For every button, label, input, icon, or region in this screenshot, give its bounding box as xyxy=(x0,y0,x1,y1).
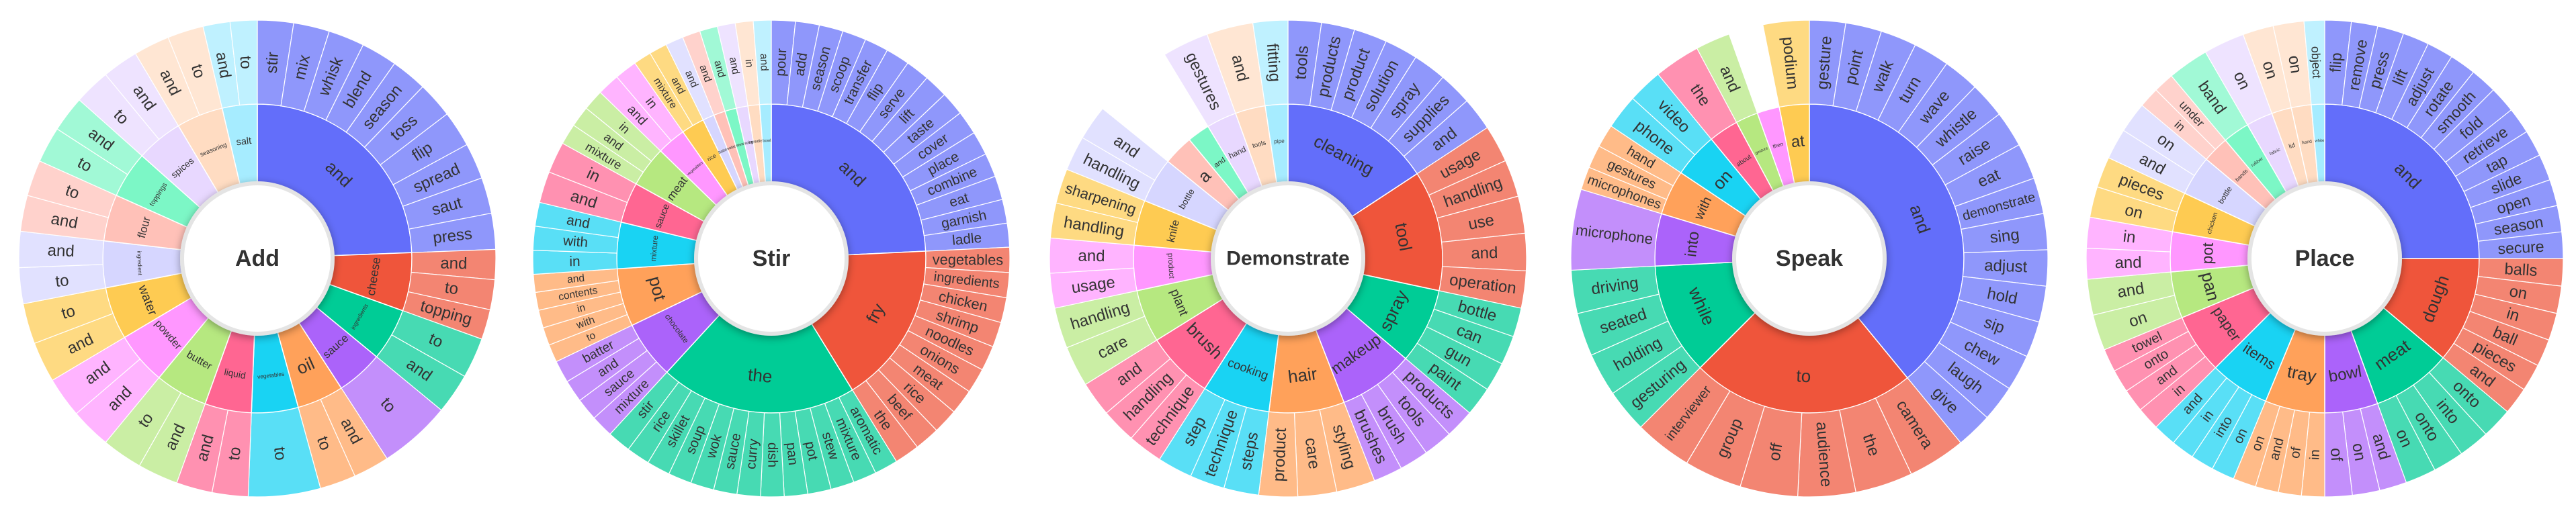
inner-label-lid: lid xyxy=(2288,142,2295,150)
outer-label-and: and xyxy=(1471,244,1498,263)
inner-label-stew: stew xyxy=(736,142,745,148)
outer-label-add: add xyxy=(791,52,810,77)
outer-label-and: and xyxy=(440,254,468,273)
inner-label-pipe: pipe xyxy=(1274,138,1285,144)
outer-label-and: and xyxy=(758,53,770,71)
outer-label-to: to xyxy=(54,271,70,291)
outer-label-gesture: gesture xyxy=(1813,35,1836,90)
inner-label-mixture: mixture xyxy=(648,235,660,262)
inner-label-salad: salad xyxy=(726,144,737,151)
outer-label-on: on xyxy=(2348,442,2369,463)
outer-label-and: and xyxy=(712,59,727,79)
outer-label-pan: pan xyxy=(783,442,800,466)
center-hub xyxy=(1732,181,1887,336)
center-label-stir: Stir xyxy=(753,246,791,271)
outer-label-in: in xyxy=(569,254,581,269)
outer-segment-object[interactable] xyxy=(2303,19,2325,105)
outer-label-in: in xyxy=(2122,228,2137,247)
inner-label-then: then xyxy=(1772,141,1785,150)
inner-label-ingredients: ingredients xyxy=(748,138,768,144)
outer-label-and: and xyxy=(2116,279,2145,301)
inner-label-white: white xyxy=(2314,139,2325,144)
inner-label-salt: salt xyxy=(236,136,252,148)
outer-label-object: object xyxy=(2309,46,2323,79)
outer-label-to: to xyxy=(443,279,460,299)
center-label-add: Add xyxy=(235,246,280,271)
outer-label-secure: secure xyxy=(2497,238,2544,258)
outer-label-of: of xyxy=(2288,446,2304,459)
outer-label-vegetables: vegetables xyxy=(933,251,1004,269)
outer-label-sing: sing xyxy=(1989,226,2020,247)
center-hub xyxy=(180,181,335,336)
inner-label-ingredient: ingredient xyxy=(136,250,143,275)
inner-label-at: at xyxy=(1791,132,1806,151)
outer-label-in: in xyxy=(2307,449,2323,461)
outer-label-balls: balls xyxy=(2504,260,2538,280)
inner-label-into: into xyxy=(1682,230,1703,258)
inner-label-hair: hair xyxy=(1287,363,1318,387)
outer-label-to: to xyxy=(237,55,255,69)
outer-segment-to[interactable] xyxy=(229,19,258,106)
center-hub xyxy=(694,181,849,336)
outer-label-to: to xyxy=(270,446,290,461)
center-label-demonstrate: Demonstrate xyxy=(1226,248,1349,270)
outer-label-and: and xyxy=(47,242,75,261)
outer-label-flip: flip xyxy=(2327,52,2346,73)
outer-segment-fitting[interactable] xyxy=(1252,19,1289,107)
outer-label-pour: pour xyxy=(773,48,789,77)
inner-label-liquid: liquid xyxy=(223,367,246,381)
inner-label-bowl: bowl xyxy=(763,139,771,143)
outer-label-on: on xyxy=(2284,54,2305,75)
outer-label-to: to xyxy=(225,446,245,461)
inner-label-to: to xyxy=(1796,365,1811,386)
inner-label-batter: batter xyxy=(718,147,729,155)
center-hub xyxy=(1211,181,1365,336)
outer-label-of: of xyxy=(2327,447,2346,462)
outer-label-product: product xyxy=(1270,427,1290,481)
outer-segment-and[interactable] xyxy=(753,19,772,105)
center-label-speak: Speak xyxy=(1776,246,1843,271)
inner-label-hand: hand xyxy=(2301,139,2312,145)
outer-label-on: on xyxy=(2123,201,2145,223)
outer-label-off: off xyxy=(1765,442,1786,463)
outer-segment-podium[interactable] xyxy=(1762,19,1810,108)
outer-label-on: on xyxy=(2508,282,2529,303)
center-label-place: Place xyxy=(2295,246,2355,271)
outer-label-curry: curry xyxy=(744,438,761,470)
outer-label-adjust: adjust xyxy=(1984,256,2028,277)
outer-label-and: and xyxy=(2114,253,2142,272)
outer-label-dish: dish xyxy=(765,442,779,468)
inner-label-the: the xyxy=(747,365,773,387)
outer-label-with: with xyxy=(562,233,589,250)
outer-label-and: and xyxy=(566,273,585,286)
inner-label-soup: soup xyxy=(744,140,755,146)
outer-label-in: in xyxy=(743,58,755,68)
inner-label-product: product xyxy=(1166,252,1175,279)
outer-label-fitting: fitting xyxy=(1263,43,1284,83)
outer-label-stir: stir xyxy=(263,51,282,74)
outer-label-and: and xyxy=(727,56,742,75)
outer-label-tools: tools xyxy=(1291,45,1312,80)
inner-label-pot: pot xyxy=(2198,242,2216,265)
outer-label-and: and xyxy=(1078,247,1105,265)
inner-label-vegetables: vegetables xyxy=(257,371,285,381)
inner-label-tools: tools xyxy=(1252,139,1267,150)
outer-label-in: in xyxy=(576,302,587,316)
outer-label-press: press xyxy=(432,225,473,248)
outer-label-care: care xyxy=(1301,436,1324,470)
center-hub xyxy=(2247,181,2402,336)
outer-label-ladle: ladle xyxy=(951,230,982,248)
